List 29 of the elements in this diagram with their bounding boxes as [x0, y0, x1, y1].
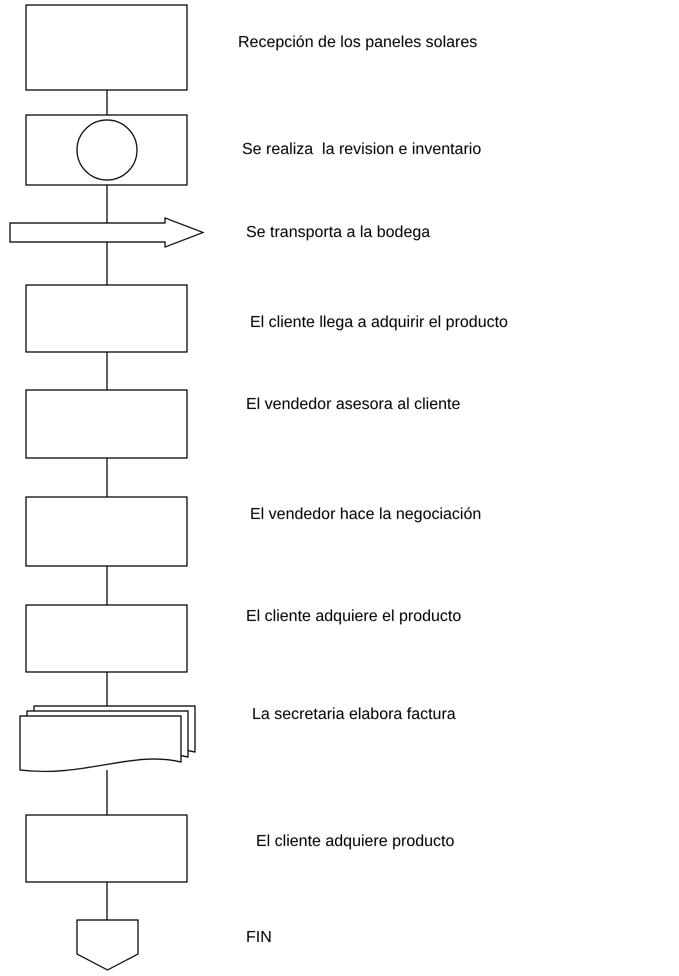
step-label: La secretaria elabora factura [252, 706, 456, 724]
step-label: Recepción de los paneles solares [238, 34, 478, 52]
connector-line [106, 882, 108, 920]
step-label: El cliente llega a adquirir el producto [250, 314, 508, 332]
connector-line [106, 458, 108, 497]
step-label: El vendedor asesora al cliente [246, 396, 460, 414]
process-box [26, 605, 187, 672]
connector-line [106, 770, 108, 815]
connector-line [106, 242, 108, 285]
connector-line [106, 352, 108, 390]
process-box [26, 5, 187, 90]
process-box [26, 390, 187, 458]
transport-symbol [10, 218, 203, 247]
connector-line [106, 672, 108, 706]
process-box [26, 815, 187, 882]
process-box [26, 285, 187, 352]
step-label: El cliente adquiere producto [256, 833, 454, 851]
step-label: El vendedor hace la negociación [250, 506, 482, 524]
step-label: FIN [246, 929, 272, 947]
process-box [26, 497, 187, 566]
step-label: El cliente adquiere el producto [246, 608, 462, 626]
inspection-circle [77, 120, 137, 180]
step-label: Se realiza la revision e inventario [242, 141, 482, 159]
step-label: Se transporta a la bodega [246, 224, 430, 242]
process-box [26, 115, 187, 185]
off-page-connector [77, 920, 138, 970]
connector-line [106, 566, 108, 605]
connector-line [106, 185, 108, 223]
connector-line [106, 90, 108, 115]
